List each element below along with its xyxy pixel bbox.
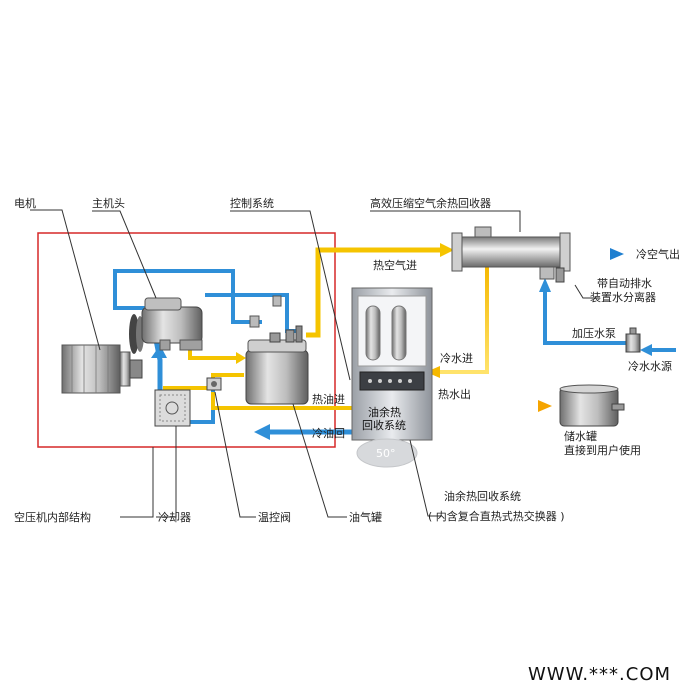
- flow-arrow-up: [151, 345, 167, 358]
- label-cold-water-source: 冷水水源: [628, 359, 672, 373]
- valve-to-cooler-pipe: [190, 385, 215, 424]
- label-motor: 电机: [14, 196, 36, 210]
- label-cold-water-in: 冷水进: [440, 352, 473, 365]
- oil-gas-tank: [245, 325, 309, 405]
- label-oil-recovery-system-1: 油余热回收系统: [444, 489, 521, 503]
- temperature-valve: [206, 377, 222, 391]
- leader-lines: [30, 209, 600, 518]
- oil-recovery-cabinet: [351, 287, 433, 441]
- hot-air-in-pipe: [306, 247, 442, 338]
- label-auto-drain-1: 带自动排水: [597, 276, 652, 290]
- motor: [61, 344, 143, 394]
- water-source-arrow: [640, 344, 652, 356]
- cold-oil-loop-pipe: [113, 269, 262, 324]
- label-cabinet-1: 油余热: [368, 405, 401, 419]
- booster-pump: [625, 327, 641, 353]
- label-heat-exchanger: 高效压缩空气余热回收器: [370, 196, 491, 210]
- label-cold-oil-return: 冷油回: [312, 426, 345, 440]
- label-control-system: 控制系统: [230, 196, 274, 210]
- label-compressor-internal: 空压机内部结构: [14, 510, 91, 524]
- cold-air-out-arrow: [610, 248, 624, 260]
- label-hot-oil-in: 热油进: [312, 392, 345, 406]
- air-heat-exchanger: [451, 226, 571, 280]
- label-storage-2: 直接到用户使用: [564, 443, 641, 457]
- hot-water-arrow: [538, 400, 552, 412]
- cold-water-in-arrow: [426, 366, 440, 378]
- air-line-valves: [249, 295, 282, 328]
- storage-tank: [559, 384, 625, 427]
- label-main-head: 主机头: [92, 196, 125, 210]
- watermark: WWW.***.COM: [528, 664, 671, 685]
- label-oil-recovery-system-2: ( 内含复合直热式热交换器 ): [428, 509, 565, 523]
- temperature-badge: [356, 438, 418, 468]
- cold-water-in-pipe: [434, 265, 489, 374]
- label-hot-air-in: 热空气进: [373, 258, 417, 272]
- temperature-badge-text: 50°: [376, 447, 396, 460]
- pump-flow-arrow: [539, 278, 551, 292]
- label-cabinet-2: 回收系统: [362, 418, 406, 432]
- water-separator: [555, 267, 565, 283]
- label-cooler: 冷却器: [158, 511, 191, 524]
- label-temp-valve: 温控阀: [258, 510, 291, 524]
- label-booster-pump: 加压水泵: [572, 327, 616, 340]
- oil-line-pipe: [163, 373, 244, 390]
- label-storage-1: 储水罐: [564, 429, 597, 443]
- cold-oil-return-arrow: [254, 424, 270, 440]
- label-oil-gas-tank: 油气罐: [349, 510, 382, 524]
- hot-oil-in-pipe: [211, 392, 352, 410]
- cooler-to-head-pipe: [153, 339, 163, 395]
- compressor-frame: [37, 232, 336, 448]
- pump-to-exchanger-pipe: [543, 290, 626, 345]
- main-head: [141, 297, 203, 351]
- flow-arrow-right: [236, 352, 246, 364]
- label-auto-drain-2: 装置水分离器: [590, 290, 656, 304]
- label-cold-air-out: 冷空气出: [636, 247, 680, 261]
- cooler: [154, 389, 191, 427]
- pipe-network: [113, 243, 676, 440]
- label-hot-water-out: 热水出: [438, 387, 471, 401]
- hot-air-arrow: [440, 243, 454, 257]
